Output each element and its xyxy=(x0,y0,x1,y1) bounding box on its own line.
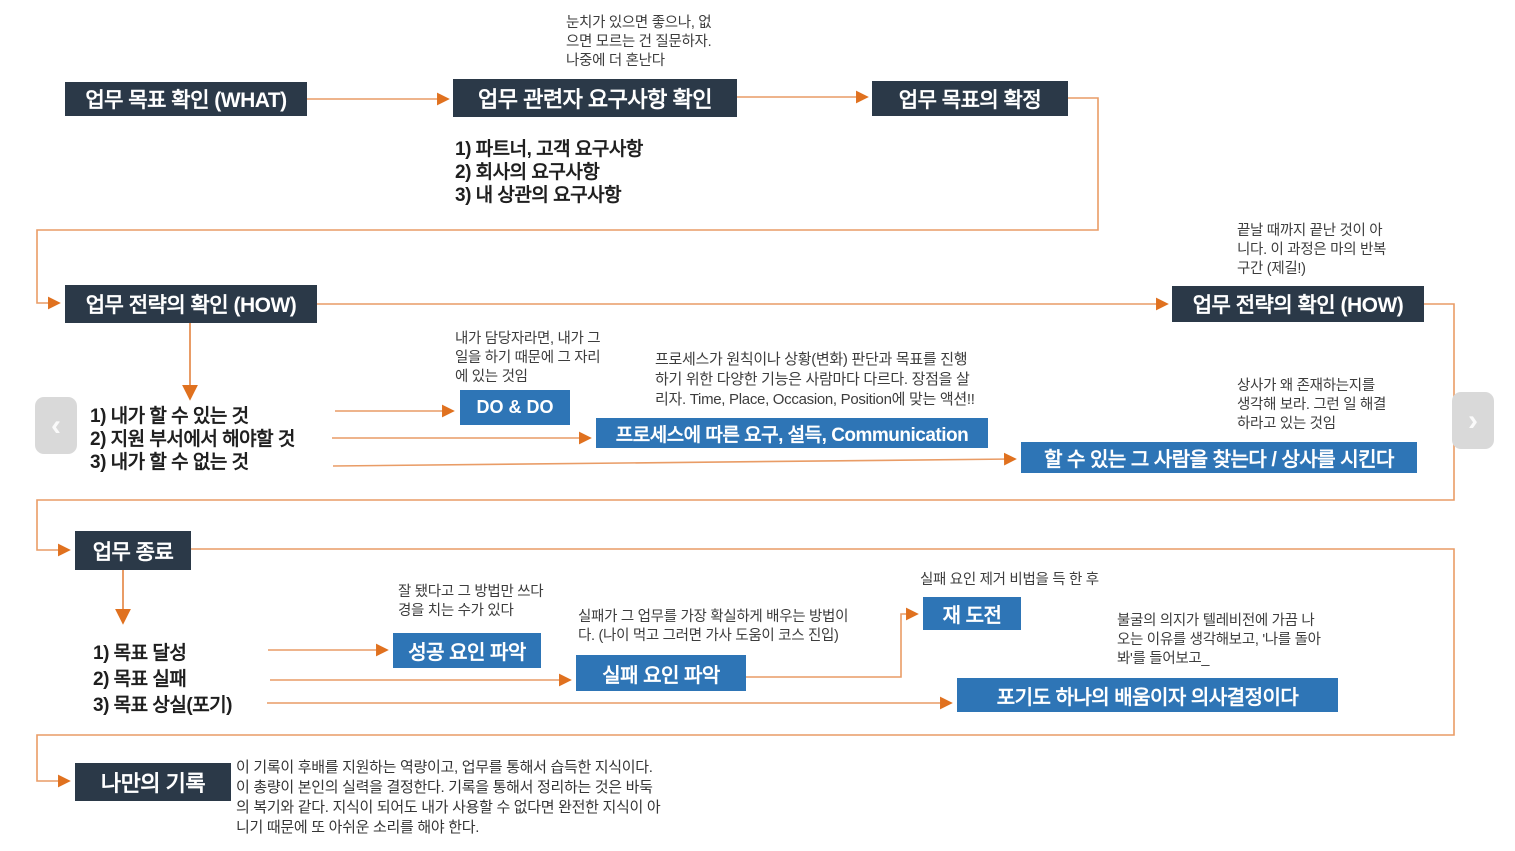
node-goal-confirm: 업무 목표의 확정 xyxy=(872,81,1068,116)
note-ask-questions: 눈치가 있으면 좋으나, 없 으면 모르는 건 질문하자. 나중에 더 혼난다 xyxy=(566,15,712,70)
note-endless-loop: 끝날 때까지 끝난 것이 아 니다. 이 과정은 마의 반복 구간 (제길!) xyxy=(1237,223,1387,278)
chevron-left-icon: ‹ xyxy=(51,408,61,442)
node-strategy-right: 업무 전략의 확인 (HOW) xyxy=(1172,286,1424,322)
action-success-box: 성공 요인 파악 xyxy=(393,633,541,668)
node-record: 나만의 기록 xyxy=(75,763,231,801)
note-retry-condition: 실패 요인 제거 비법을 득 한 후 xyxy=(920,572,1099,588)
requirement-list: 1) 파트너, 고객 요구사항 2) 회사의 요구사항 3) 내 상관의 요구사… xyxy=(455,138,643,207)
list-item: 2) 목표 실패 xyxy=(93,669,187,690)
node-end: 업무 종료 xyxy=(75,531,191,570)
action-giveup-box: 포기도 하나의 배움이자 의사결정이다 xyxy=(957,678,1338,712)
action-failure-box: 실패 요인 파악 xyxy=(576,655,746,691)
node-goal-check: 업무 목표 확인 (WHAT) xyxy=(65,82,307,116)
action-do-box: DO & DO xyxy=(460,390,570,425)
chevron-right-icon: › xyxy=(1468,403,1478,437)
record-description: 이 기록이 후배를 지원하는 역량이고, 업무를 통해서 습득한 지식이다. 이… xyxy=(236,759,661,836)
outcome-list: 1) 목표 달성 2) 목표 실패 3) 목표 상실(포기) xyxy=(93,641,233,719)
list-item: 2) 회사의 요구사항 xyxy=(455,162,600,183)
note-boss-exists: 상사가 왜 존재하는지를 생각해 보라. 그런 일 해결 하라고 있는 것임 xyxy=(1237,378,1387,433)
next-slide-button[interactable]: › xyxy=(1452,392,1494,449)
note-success-warning: 잘 됐다고 그 방법만 쓰다 경을 치는 수가 있다 xyxy=(398,584,544,620)
list-item: 3) 내가 할 수 없는 것 xyxy=(90,452,249,473)
node-strategy-left: 업무 전략의 확인 (HOW) xyxy=(65,285,317,323)
action-delegate-box: 할 수 있는 그 사람을 찾는다 / 상사를 시킨다 xyxy=(1021,442,1417,473)
list-item: 3) 목표 상실(포기) xyxy=(93,695,233,716)
note-process-tpo: 프로세스가 원칙이나 상황(변화) 판단과 목표를 진행 하기 위한 다양한 기… xyxy=(655,351,975,408)
note-giveup-quote: 불굴의 의지가 텔레비전에 가끔 나 오는 이유를 생각해보고, '나를 돌아 … xyxy=(1117,613,1321,668)
note-failure-learning: 실패가 그 업무를 가장 확실하게 배우는 방법이 다. (나이 먹고 그러면 … xyxy=(578,609,849,645)
action-retry-box: 재 도전 xyxy=(923,597,1021,630)
list-item: 1) 내가 할 수 있는 것 xyxy=(90,406,249,427)
node-stakeholder-check: 업무 관련자 요구사항 확인 xyxy=(453,79,737,117)
note-owner: 내가 담당자라면, 내가 그 일을 하기 때문에 그 자리 에 있는 것임 xyxy=(455,331,601,386)
list-item: 1) 목표 달성 xyxy=(93,643,187,664)
list-item: 2) 지원 부서에서 해야할 것 xyxy=(90,429,295,450)
list-item: 3) 내 상관의 요구사항 xyxy=(455,185,622,206)
prev-slide-button[interactable]: ‹ xyxy=(35,397,77,454)
action-process-box: 프로세스에 따른 요구, 설득, Communication xyxy=(596,418,988,448)
list-item: 1) 파트너, 고객 요구사항 xyxy=(455,139,643,160)
strategy-option-list: 1) 내가 할 수 있는 것 2) 지원 부서에서 해야할 것 3) 내가 할 … xyxy=(90,405,295,474)
